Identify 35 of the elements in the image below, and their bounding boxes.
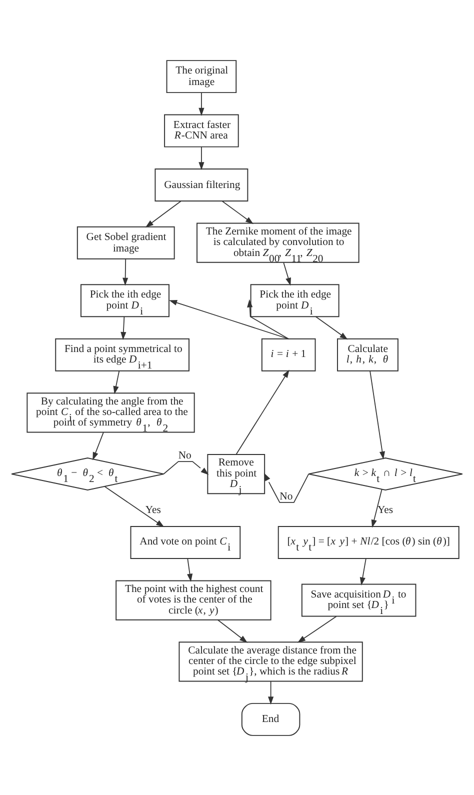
arrow (247, 298, 290, 339)
arrow (264, 472, 310, 502)
node-box: The original image (166, 60, 237, 93)
edge-label: Yes (378, 503, 394, 516)
arrow (120, 316, 126, 340)
arrow (145, 200, 182, 227)
arrow (92, 431, 104, 460)
arrow (217, 619, 248, 642)
node-box: The point with the highest count of votes is the center of the circle (x, y) (116, 580, 272, 620)
edge-label: Yes (145, 503, 161, 516)
arrow (198, 146, 204, 170)
edge-label: No (280, 490, 293, 502)
node-box: i = i + 1 (261, 338, 316, 371)
arrow (360, 558, 366, 585)
arrow (113, 370, 120, 394)
arrow (104, 486, 164, 527)
arrow (315, 316, 348, 340)
node-box: End (241, 702, 300, 736)
node-box: Get Sobel gradient image (76, 226, 175, 259)
arrow (122, 258, 128, 286)
node-box: Gaussian filtering (154, 168, 248, 202)
arrow (169, 300, 290, 339)
arrow (163, 460, 209, 474)
arrow (370, 370, 385, 459)
arrow (268, 680, 274, 704)
node-box: Calculate l, h, k, θ (337, 338, 398, 371)
arrow (222, 200, 254, 224)
arrow (187, 558, 193, 582)
arrow (297, 615, 337, 642)
arrow (283, 262, 291, 286)
node-box: Extract faster R-CNN area (164, 114, 239, 147)
arrow (371, 488, 382, 528)
arrow (236, 369, 290, 454)
edge-label: No (178, 449, 192, 462)
arrow (198, 92, 204, 116)
